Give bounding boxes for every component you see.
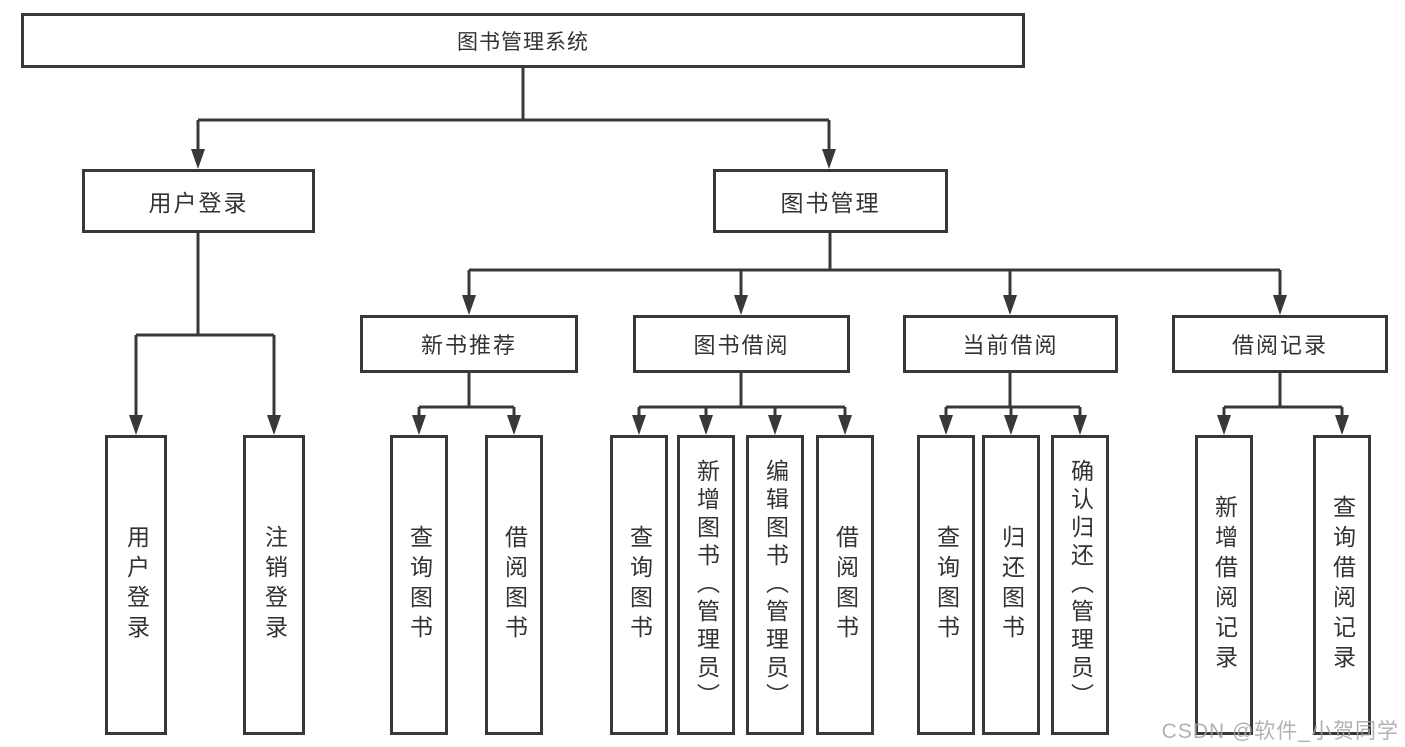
- node-new-book-recommend: 新书推荐: [360, 315, 578, 373]
- leaf-user-login: 用户登录: [105, 435, 167, 735]
- node-book-borrow: 图书借阅: [633, 315, 850, 373]
- node-user-login: 用户登录: [82, 169, 315, 233]
- node-root-system: 图书管理系统: [21, 13, 1025, 68]
- leaf-borrow-books: 借阅图书: [816, 435, 874, 735]
- leaf-return-book: 归还图书: [982, 435, 1040, 735]
- leaf-add-borrow-record: 新增借阅记录: [1195, 435, 1253, 735]
- leaf-borrow-books-recommend: 借阅图书: [485, 435, 543, 735]
- leaf-query-books-borrow: 查询图书: [610, 435, 668, 735]
- leaf-edit-book-admin: 编辑图书（管理员）: [746, 435, 804, 735]
- node-book-management: 图书管理: [713, 169, 948, 233]
- leaf-add-book-admin: 新增图书（管理员）: [677, 435, 735, 735]
- leaf-query-borrow-record: 查询借阅记录: [1313, 435, 1371, 735]
- leaf-query-books-current: 查询图书: [917, 435, 975, 735]
- leaf-query-books-recommend: 查询图书: [390, 435, 448, 735]
- node-borrow-records: 借阅记录: [1172, 315, 1388, 373]
- leaf-logout: 注销登录: [243, 435, 305, 735]
- node-current-borrow: 当前借阅: [903, 315, 1118, 373]
- arrowheads: [129, 149, 1349, 435]
- csdn-watermark: CSDN @软件_小贺同学: [1161, 720, 1399, 743]
- tree-edges: [134, 68, 1344, 431]
- leaf-confirm-return-admin: 确认归还（管理员）: [1051, 435, 1109, 735]
